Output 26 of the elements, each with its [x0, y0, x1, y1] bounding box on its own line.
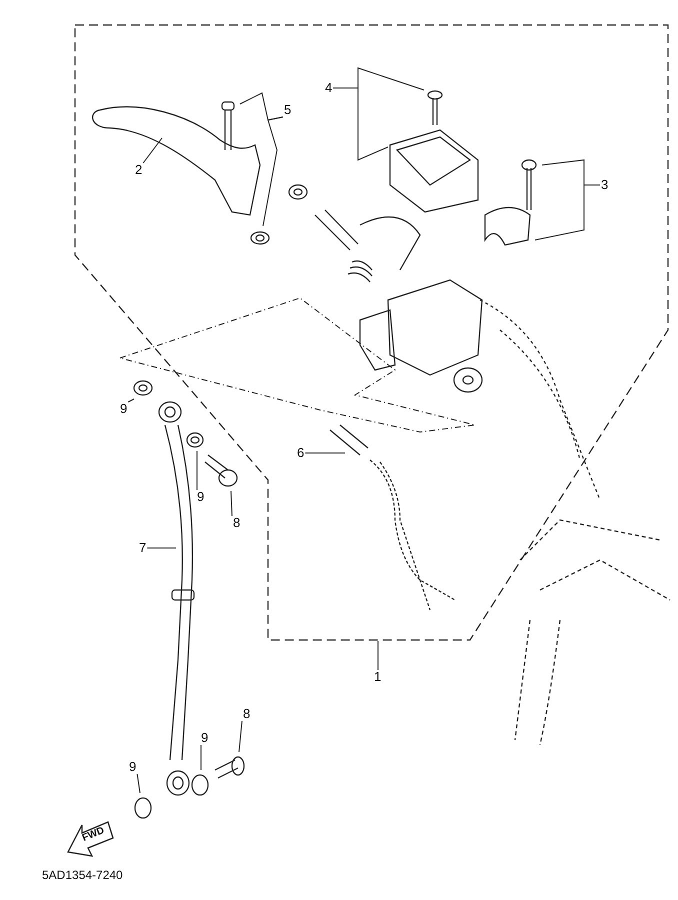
drawing-number: 5AD1354-7240 — [42, 868, 123, 882]
callout-number: 2 — [134, 163, 144, 177]
leader-line — [238, 720, 242, 752]
leader-line — [230, 490, 232, 516]
leader-line — [200, 744, 202, 770]
callout-number: 7 — [138, 541, 148, 555]
direction-label: FWD — [80, 825, 106, 844]
callout-number: 6 — [296, 446, 306, 460]
callout-number: 9 — [119, 402, 128, 416]
leader-line — [304, 452, 346, 454]
leader-line — [142, 138, 162, 164]
callout-number: 5 — [283, 103, 292, 117]
callout-number: 4 — [324, 81, 334, 95]
leader-line — [136, 774, 140, 794]
leader-line — [196, 450, 198, 490]
leader-line — [128, 398, 134, 402]
leader-line — [262, 116, 284, 226]
callout-number: 3 — [600, 178, 610, 192]
callout-number: 9 — [196, 490, 206, 504]
callout-number: 1 — [373, 670, 382, 684]
leader-line — [534, 184, 600, 240]
callout-number: 8 — [232, 516, 242, 530]
leader-line — [332, 88, 388, 161]
callout-number: 9 — [128, 760, 138, 774]
callout-number: 8 — [242, 707, 252, 721]
callout-number: 9 — [200, 731, 210, 745]
